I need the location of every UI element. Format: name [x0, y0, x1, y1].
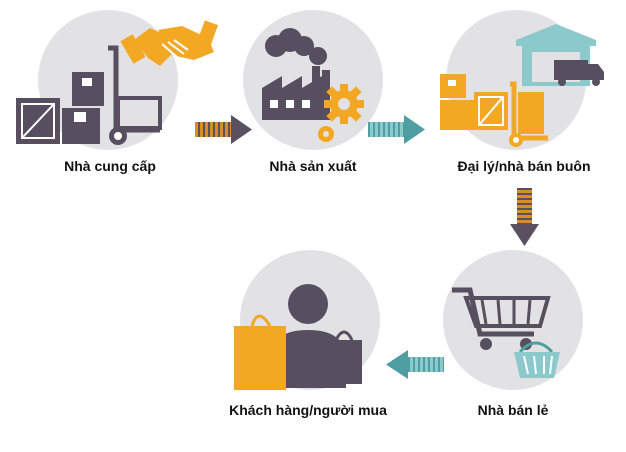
- customer-illustration: [234, 284, 362, 390]
- supplier-illustration: [16, 20, 219, 145]
- arrow-retailer-to-customer: [386, 350, 444, 379]
- handshake-icon: [120, 20, 219, 66]
- manufacturer-label: Nhà sản xuất: [269, 158, 357, 174]
- truck-icon: [554, 60, 604, 86]
- shopping-cart-icon: [452, 287, 551, 350]
- arrow-wholesaler-to-retailer: [510, 188, 539, 246]
- wholesaler-label: Đại lý/nhà bán buôn: [457, 158, 591, 174]
- arrow-supplier-to-manufacturer: [195, 115, 252, 144]
- shopping-bag-purple-icon: [326, 330, 362, 384]
- gear-icon: [318, 84, 364, 142]
- wholesaler-illustration: [440, 24, 604, 147]
- customer-label: Khách hàng/người mua: [229, 402, 387, 418]
- arrow-manufacturer-to-wholesaler: [368, 115, 425, 144]
- factory-icon: [262, 66, 330, 120]
- hand-truck-icon: [108, 45, 162, 145]
- boxes-icon: [16, 72, 104, 144]
- supplier-label: Nhà cung cấp: [64, 158, 156, 174]
- wholesale-boxes-icon: [440, 74, 508, 130]
- basket-icon: [514, 341, 560, 378]
- smoke-icon: [265, 28, 327, 65]
- manufacturer-illustration: [262, 28, 364, 142]
- shopping-bag-orange-icon: [234, 314, 286, 390]
- retailer-label: Nhà bán lẻ: [477, 402, 549, 418]
- wholesale-hand-truck-icon: [509, 81, 548, 147]
- retailer-illustration: [452, 287, 560, 378]
